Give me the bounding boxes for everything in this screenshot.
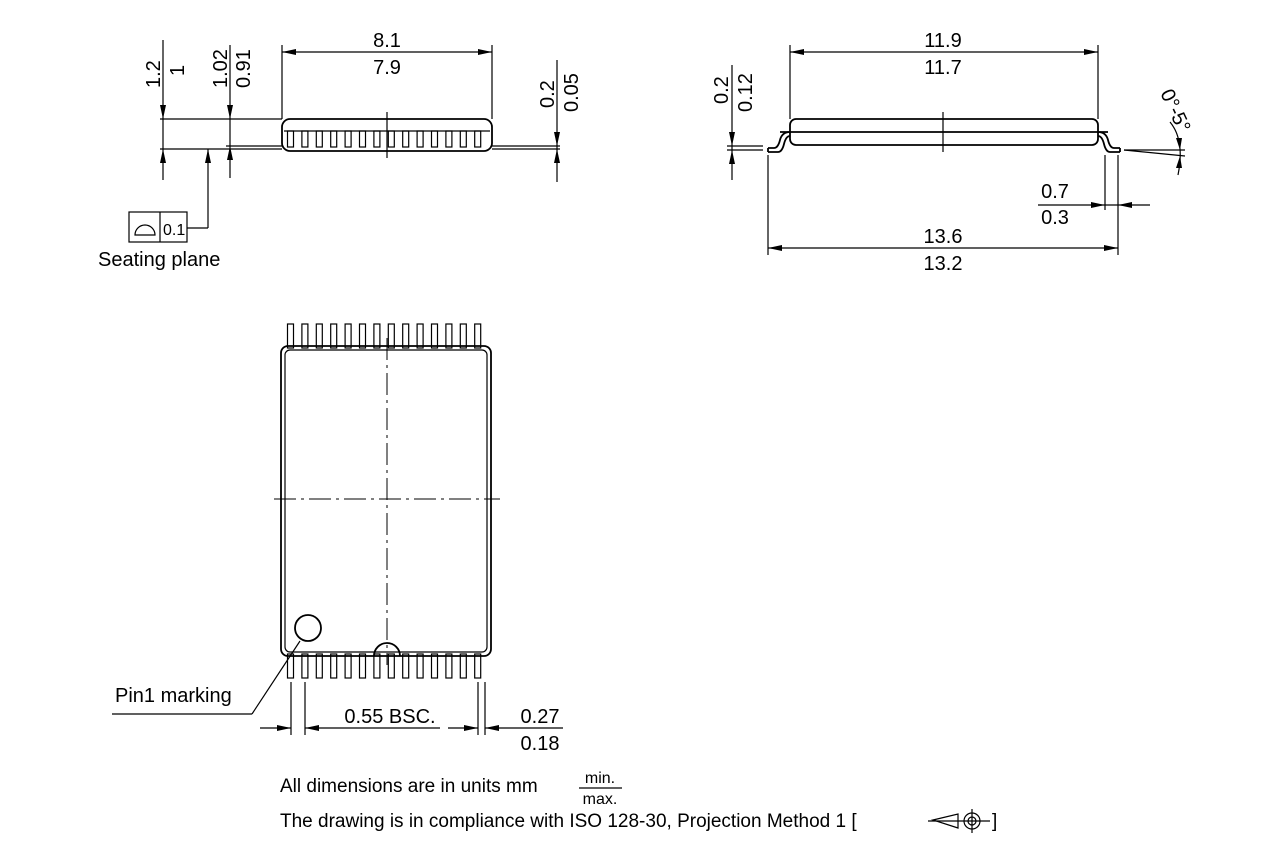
notes: All dimensions are in units mm min. max.… bbox=[280, 770, 997, 833]
pin bbox=[459, 130, 467, 148]
pitch-value: 0.55 BSC. bbox=[344, 706, 435, 728]
flatness-icon bbox=[134, 224, 156, 236]
pin bbox=[330, 130, 338, 148]
foot-length-max: 0.7 bbox=[1041, 181, 1069, 203]
side-view: 1.2 1 1.02 0.91 8.1 7.9 0.2 0.05 0.1 Sea… bbox=[98, 30, 583, 271]
pin bbox=[301, 130, 309, 148]
total-height-max: 1.2 bbox=[143, 60, 165, 88]
pin bbox=[430, 130, 439, 148]
pin bbox=[474, 130, 482, 148]
overall-length-min: 13.2 bbox=[924, 253, 963, 275]
pin bbox=[459, 323, 467, 349]
pin bbox=[416, 653, 424, 679]
pin bbox=[373, 130, 381, 148]
pin bbox=[373, 323, 381, 349]
top-view: Pin1 marking 0.55 BSC. 0.27 0.18 bbox=[112, 323, 563, 755]
body-width-max: 8.1 bbox=[373, 30, 401, 52]
pin bbox=[416, 130, 424, 148]
pin bbox=[445, 130, 453, 148]
units-min: min. bbox=[585, 770, 615, 787]
lead-width-min: 0.18 bbox=[521, 733, 560, 755]
pin bbox=[344, 130, 352, 148]
top-view-body bbox=[280, 345, 492, 657]
body-length-max: 11.9 bbox=[924, 30, 961, 52]
pin bbox=[387, 653, 395, 679]
seating-plane-label: Seating plane bbox=[98, 249, 220, 271]
total-height-min: 1 bbox=[167, 65, 189, 76]
pin bbox=[330, 323, 338, 349]
body-height-min: 0.91 bbox=[233, 49, 255, 88]
lead-thickness-min: 0.12 bbox=[735, 73, 757, 112]
pin bbox=[459, 653, 467, 679]
pin bbox=[402, 323, 410, 349]
pin bbox=[301, 653, 309, 679]
compliance-close: ] bbox=[992, 811, 997, 832]
pin bbox=[402, 653, 410, 679]
pin bbox=[445, 653, 453, 679]
pin bbox=[474, 323, 482, 349]
body-height-max: 1.02 bbox=[210, 49, 232, 88]
pin bbox=[402, 130, 410, 148]
pin bbox=[474, 653, 482, 679]
bottom-pins bbox=[286, 653, 482, 679]
pin bbox=[344, 653, 352, 679]
pin bbox=[430, 653, 439, 679]
pin bbox=[445, 323, 453, 349]
pin1-dot bbox=[294, 614, 322, 642]
pin bbox=[358, 130, 367, 148]
pin bbox=[416, 323, 424, 349]
units-max: max. bbox=[583, 791, 618, 808]
pin bbox=[387, 323, 395, 349]
pin bbox=[315, 323, 323, 349]
notch bbox=[373, 642, 401, 657]
pin bbox=[373, 653, 381, 679]
pin1-label: Pin1 marking bbox=[115, 685, 232, 707]
flatness-tolerance: 0.1 bbox=[163, 222, 185, 239]
end-view: 11.9 11.7 0.2 0.12 0°-5° 0.7 0.3 13.6 13… bbox=[711, 30, 1194, 275]
first-angle-projection-icon bbox=[928, 809, 990, 833]
side-view-pins bbox=[286, 130, 482, 148]
pin bbox=[430, 323, 439, 349]
flatness-frame bbox=[128, 211, 188, 243]
standoff-max: 0.2 bbox=[537, 80, 559, 108]
pin bbox=[344, 323, 352, 349]
pin bbox=[315, 130, 323, 148]
pin bbox=[315, 653, 323, 679]
body-length-min: 11.7 bbox=[924, 57, 961, 79]
pin bbox=[286, 323, 295, 349]
standoff-min: 0.05 bbox=[561, 73, 583, 112]
pin bbox=[286, 130, 295, 148]
pin bbox=[358, 323, 367, 349]
lead-thickness-max: 0.2 bbox=[711, 76, 733, 104]
body-width-min: 7.9 bbox=[373, 57, 401, 79]
compliance-note: The drawing is in compliance with ISO 12… bbox=[280, 811, 857, 832]
lead-width-max: 0.27 bbox=[521, 706, 560, 728]
units-note: All dimensions are in units mm bbox=[280, 776, 538, 797]
pin bbox=[330, 653, 338, 679]
pin bbox=[358, 653, 367, 679]
pin bbox=[286, 653, 295, 679]
foot-length-min: 0.3 bbox=[1041, 207, 1069, 229]
top-pins bbox=[286, 323, 482, 349]
pin bbox=[387, 130, 395, 148]
overall-length-max: 13.6 bbox=[924, 226, 963, 248]
lead-angle: 0°-5° bbox=[1155, 86, 1194, 136]
pin bbox=[301, 323, 309, 349]
